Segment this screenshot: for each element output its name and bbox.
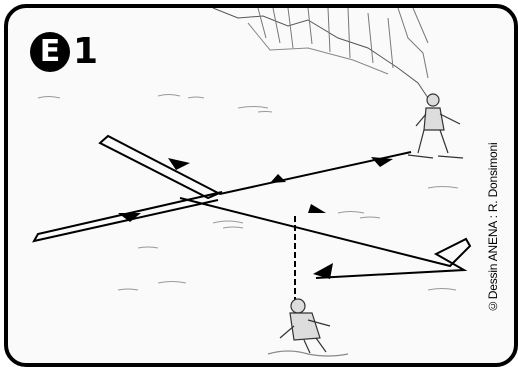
search-path-arrows-icon	[34, 136, 470, 300]
skier-searcher-icon	[408, 94, 463, 158]
illustration-card: E 1 ©Dessin ANENA : R. Donsimoni	[4, 4, 518, 367]
rock-cliff-icon	[213, 8, 428, 98]
image-credit: ©Dessin ANENA : R. Donsimoni	[486, 98, 504, 358]
snow-texture	[38, 95, 458, 291]
buried-victim-icon	[268, 299, 348, 356]
badge-number: 1	[73, 34, 98, 70]
badge-letter: E	[30, 32, 70, 72]
step-badge: E 1	[30, 30, 98, 74]
